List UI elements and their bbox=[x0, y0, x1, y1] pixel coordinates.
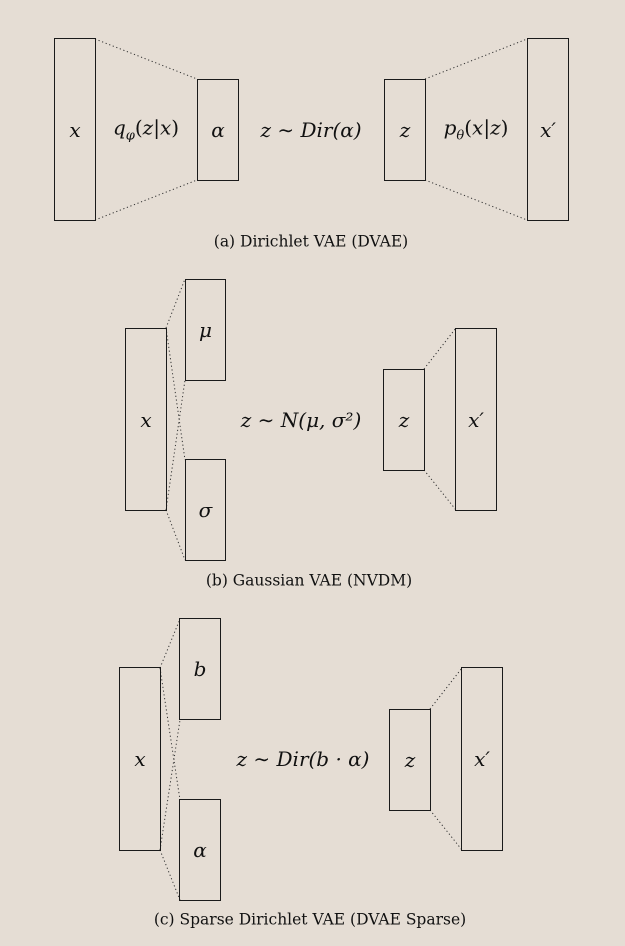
panel-c-caption: (c) Sparse Dirichlet VAE (DVAE Sparse) bbox=[153, 910, 467, 929]
panel-b-output-box: x′ bbox=[455, 328, 497, 511]
decoder-connector bbox=[429, 667, 463, 710]
output-label: x′ bbox=[468, 407, 484, 432]
panel-b-mu-box: μ bbox=[185, 279, 226, 381]
alpha-label: α bbox=[193, 838, 207, 862]
panel-c-latent-box: z bbox=[389, 709, 431, 811]
output-label: x′ bbox=[540, 117, 556, 142]
decoder-connector bbox=[423, 469, 457, 511]
decoder-connector bbox=[429, 809, 463, 851]
encoder-connector bbox=[159, 849, 181, 901]
decoder-label: pθ(x|z) bbox=[443, 115, 509, 144]
encoder-connector bbox=[159, 618, 181, 669]
panel-c-output-box: x′ bbox=[461, 667, 503, 851]
b-label: b bbox=[193, 657, 207, 681]
panel-c-input-box: x bbox=[119, 667, 161, 851]
input-label: x bbox=[134, 747, 146, 771]
output-label: x′ bbox=[474, 747, 490, 771]
alpha-label: α bbox=[211, 118, 225, 142]
panel-a-output-box: x′ bbox=[527, 38, 569, 221]
encoder-connector bbox=[159, 719, 181, 851]
encoder-connector bbox=[165, 379, 186, 511]
encoder-connector bbox=[159, 667, 181, 801]
encoder-connector bbox=[94, 179, 198, 221]
panel-a-caption: (a) Dirichlet VAE (DVAE) bbox=[213, 232, 409, 251]
panel-b-sigma-box: σ bbox=[185, 459, 226, 561]
input-label: x bbox=[140, 407, 152, 432]
encoder-connector bbox=[94, 38, 198, 80]
panel-c-b-box: b bbox=[179, 618, 221, 720]
decoder-connector bbox=[424, 179, 528, 221]
encoder-connector bbox=[165, 327, 186, 461]
encoder-connector bbox=[165, 278, 186, 329]
decoder-connector bbox=[423, 327, 457, 370]
panel-b-latent-box: z bbox=[383, 369, 425, 471]
panel-a-latent-box: z bbox=[384, 79, 426, 181]
mu-label: μ bbox=[199, 318, 212, 342]
panel-c-alpha-box: α bbox=[179, 799, 221, 901]
sampling-expression: z ∼ Dir(α) bbox=[260, 118, 362, 142]
latent-label: z bbox=[398, 408, 410, 432]
encoder-connector bbox=[165, 509, 186, 561]
input-label: x bbox=[69, 117, 81, 142]
panel-a-alpha-box: α bbox=[197, 79, 239, 181]
panel-a-input-box: x bbox=[54, 38, 96, 221]
latent-label: z bbox=[399, 118, 411, 142]
sampling-expression: z ∼ Dir(b · α) bbox=[236, 747, 370, 771]
latent-label: z bbox=[404, 748, 416, 772]
panel-b-input-box: x bbox=[125, 328, 167, 511]
panel-b-caption: (b) Gaussian VAE (NVDM) bbox=[205, 571, 413, 590]
sigma-label: σ bbox=[198, 498, 213, 522]
decoder-connector bbox=[424, 38, 528, 80]
sampling-expression: z ∼ N(μ, σ²) bbox=[240, 408, 362, 432]
encoder-label: qφ(z|x) bbox=[112, 115, 180, 144]
